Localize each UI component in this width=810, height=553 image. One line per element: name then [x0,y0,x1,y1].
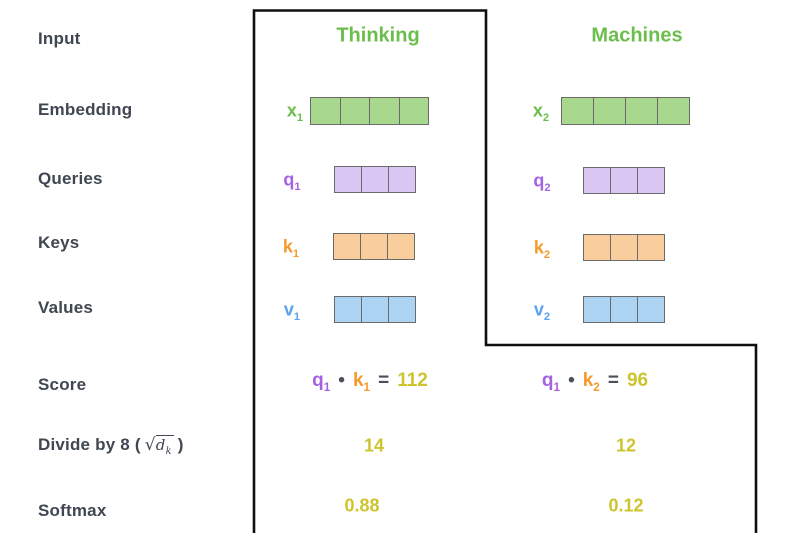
q2-label: q2 [533,170,551,195]
v2-vector [583,296,665,323]
vector-cell [637,235,664,260]
row-label-embedding: Embedding [38,100,133,119]
vector-cell [584,235,610,260]
vector-cell [361,167,388,192]
q1-label: q1 [283,169,301,194]
v2-label: v2 [533,299,551,324]
vector-cell [334,234,360,259]
vector-cell [637,168,664,193]
vector-cell [562,98,593,124]
row-label-keys: Keys [38,233,80,252]
equals-sign: = [378,370,390,391]
k1-vector [333,233,415,260]
sqrt-dk-formula: √dk [141,435,174,457]
vector-cell [637,297,664,322]
vector-cell [360,234,387,259]
v1-vector [334,296,416,323]
radicand-base: d [155,436,166,454]
k2-vector [583,234,665,261]
vector-cell [339,98,369,124]
vector-cell [593,98,625,124]
vector-cell [657,98,689,124]
divide-suffix: ) [177,435,184,454]
score-equation-thinking: q1 • k1 = 112 [308,370,432,394]
vector-cell [584,297,610,322]
vector-cell [398,98,428,124]
vector-cell [610,235,637,260]
vector-cell [584,168,610,193]
row-label-input: Input [38,29,81,48]
x1-label: x1 [286,100,304,125]
x2-vector [561,97,690,125]
divide-prefix: Divide by 8 ( [38,435,141,454]
k1-label: k1 [282,236,300,261]
vector-cell [610,168,637,193]
vector-cell [369,98,399,124]
q2-vector [583,167,665,194]
score-value: 96 [626,370,649,391]
row-label-divide-by-8: Divide by 8 (√dk) [38,435,184,457]
column-heading-thinking: Thinking [336,24,420,47]
vector-cell [335,167,361,192]
vector-cell [335,297,361,322]
k2-term: k2 [582,370,600,394]
q1-vector [334,166,416,193]
score-value: 112 [397,370,428,391]
row-label-softmax: Softmax [38,501,107,520]
row-label-values: Values [38,298,94,317]
score-equation-machines: q1 • k2 = 96 [538,370,652,394]
vector-cell [387,234,414,259]
v1-label: v1 [283,299,301,324]
divided-score-machines: 12 [615,435,637,456]
q1-term: q1 [312,370,331,394]
vector-cell [361,297,388,322]
dot-operator: • [338,370,345,391]
x2-label: x2 [532,100,550,125]
dot-operator: • [568,370,575,391]
divided-score-thinking: 14 [363,435,385,456]
vector-cell [388,167,415,192]
equals-sign: = [607,370,619,391]
k2-label: k2 [533,237,551,262]
vector-cell [610,297,637,322]
softmax-score-thinking: 0.88 [344,495,380,516]
q1-term: q1 [541,370,561,394]
k1-term: k1 [352,370,371,394]
softmax-score-machines: 0.12 [608,495,644,516]
vector-cell [388,297,415,322]
column-heading-machines: Machines [591,24,683,47]
radicand: dk [155,435,174,457]
row-label-queries: Queries [38,169,103,188]
x1-vector [310,97,429,125]
row-label-score: Score [38,375,87,394]
radical-sign: √ [144,435,156,455]
vector-cell [311,98,340,124]
vector-cell [625,98,657,124]
radicand-sub: k [165,446,172,457]
